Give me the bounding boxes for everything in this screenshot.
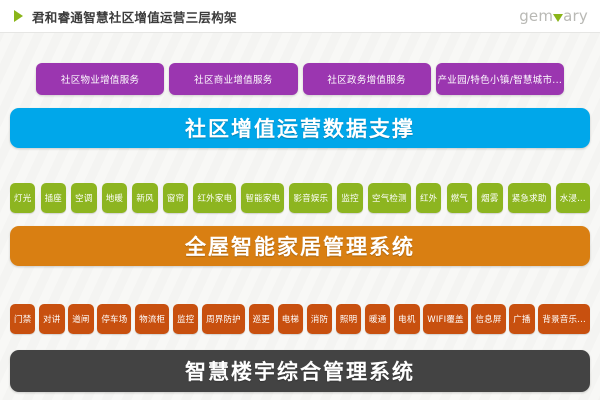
page-title: 君和睿通智慧社区增值运营三层构架: [32, 9, 237, 25]
device-chip[interactable]: 信息屏: [471, 304, 506, 334]
device-chip[interactable]: 道闸: [68, 304, 94, 334]
device-chip[interactable]: 物流柜: [135, 304, 170, 334]
logo-text-left: gem: [519, 7, 554, 25]
logo-text-right: ary: [563, 7, 588, 25]
device-chip[interactable]: 红外: [415, 183, 442, 213]
service-row: 社区物业增值服务 社区商业增值服务 社区政务增值服务 产业园/特色小镇/智慧城市…: [36, 63, 564, 95]
device-chip[interactable]: 智能家电: [241, 183, 285, 213]
service-box[interactable]: 社区政务增值服务: [302, 63, 431, 95]
device-chip[interactable]: 消防: [306, 304, 333, 334]
building-device-row: 门禁 对讲 道闸 停车场 物流柜 监控 周界防护 巡更 电梯 消防 照明 暖通 …: [10, 304, 590, 334]
device-chip[interactable]: 影音娱乐: [289, 183, 333, 213]
device-chip[interactable]: 暖通: [365, 304, 391, 334]
device-chip[interactable]: 紧急求助: [507, 183, 551, 213]
device-chip[interactable]: 新风: [132, 183, 158, 213]
banner-label: 社区增值运营数据支撑: [185, 117, 415, 141]
device-chip[interactable]: 窗帘: [162, 183, 189, 213]
device-chip[interactable]: 空调: [71, 183, 97, 213]
device-chip[interactable]: 水浸...: [555, 183, 590, 213]
device-chip[interactable]: 广播: [509, 304, 535, 334]
service-box[interactable]: 产业园/特色小镇/智慧城市...: [435, 63, 564, 95]
device-chip[interactable]: 对讲: [39, 304, 65, 334]
service-box[interactable]: 社区商业增值服务: [169, 63, 298, 95]
banner-label: 全屋智能家居管理系统: [185, 235, 415, 259]
gemvary-logo: gem ary: [519, 7, 588, 25]
device-chip[interactable]: 周界防护: [202, 304, 245, 334]
device-chip[interactable]: WIFI覆盖: [423, 304, 468, 334]
device-chip[interactable]: 燃气: [446, 183, 472, 213]
banner-label: 智慧楼宇综合管理系统: [185, 360, 415, 384]
device-chip[interactable]: 照明: [335, 304, 362, 334]
device-chip[interactable]: 背景音乐...: [538, 304, 590, 334]
page-header: 君和睿通智慧社区增值运营三层构架 gem ary: [0, 0, 600, 33]
device-chip[interactable]: 门禁: [10, 304, 36, 334]
device-chip[interactable]: 监控: [337, 183, 363, 213]
device-chip[interactable]: 监控: [172, 304, 199, 334]
device-chip[interactable]: 插座: [40, 183, 66, 213]
device-chip[interactable]: 电梯: [277, 304, 304, 334]
device-chip[interactable]: 烟雾: [477, 183, 503, 213]
triangle-icon: [553, 13, 564, 22]
device-chip[interactable]: 红外家电: [193, 183, 237, 213]
layer-banner-data-support[interactable]: 社区增值运营数据支撑: [10, 108, 590, 148]
device-chip[interactable]: 空气检测: [368, 183, 411, 213]
home-device-row: 灯光 插座 空调 地暖 新风 窗帘 红外家电 智能家电 影音娱乐 监控 空气检测…: [10, 183, 590, 213]
service-box[interactable]: 社区物业增值服务: [36, 63, 165, 95]
device-chip[interactable]: 停车场: [97, 304, 132, 334]
device-chip[interactable]: 电机: [394, 304, 420, 334]
device-chip[interactable]: 灯光: [10, 183, 36, 213]
device-chip[interactable]: 巡更: [248, 304, 274, 334]
layer-banner-smart-home[interactable]: 全屋智能家居管理系统: [10, 226, 590, 266]
device-chip[interactable]: 地暖: [101, 183, 128, 213]
layer-banner-building-management[interactable]: 智慧楼宇综合管理系统: [10, 350, 590, 392]
play-triangle-icon: [14, 10, 23, 22]
